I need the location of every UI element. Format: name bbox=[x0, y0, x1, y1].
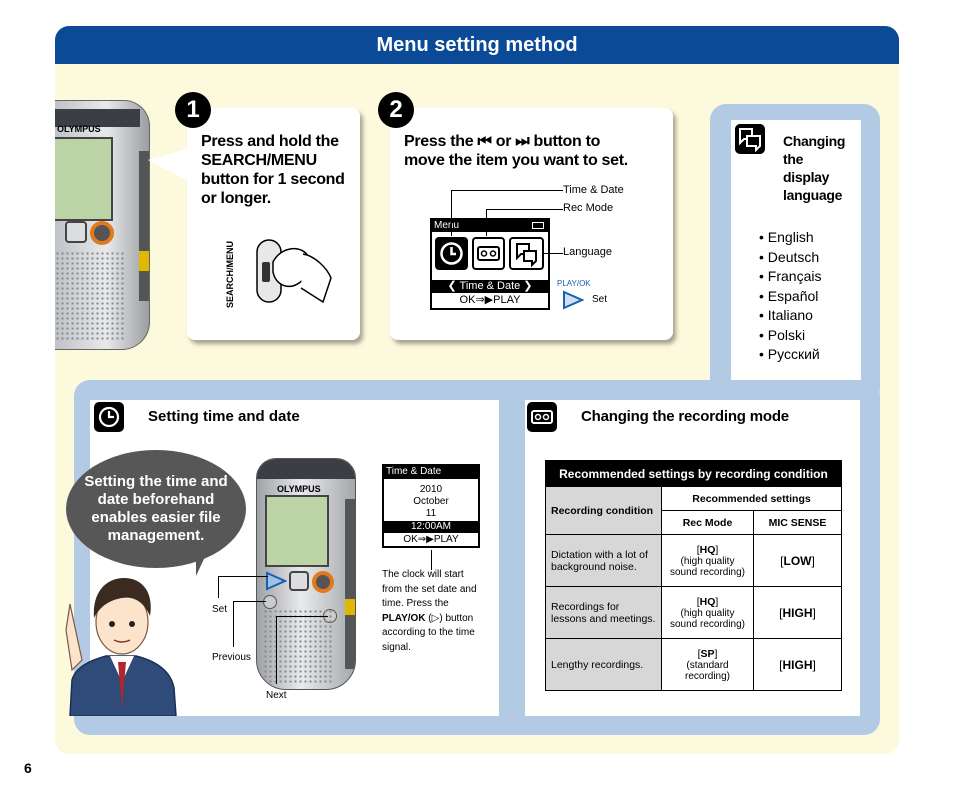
tape-icon bbox=[472, 237, 505, 270]
tip-bubble: Setting the time and date beforehand ena… bbox=[66, 450, 246, 568]
battery-icon bbox=[532, 222, 544, 229]
col-rec-mode: Rec Mode bbox=[661, 510, 754, 535]
callout-time-date: Time & Date bbox=[563, 184, 624, 196]
play-ok-label: PLAY/OK bbox=[557, 279, 591, 288]
language-icon bbox=[509, 237, 544, 270]
previous-button bbox=[263, 595, 277, 609]
col-recommended: Recommended settings bbox=[661, 486, 842, 511]
table-row: Lengthy recordings. [SP](standard record… bbox=[545, 638, 842, 691]
lcd-time-bottom: OK⇒▶PLAY bbox=[403, 534, 459, 545]
rec-settings-table: Recommended settings by recording condit… bbox=[545, 460, 842, 691]
time-date-title: Setting time and date bbox=[148, 408, 300, 425]
voice-recorder-top: OLYMPUS bbox=[55, 100, 150, 350]
language-item: Deutsch bbox=[759, 248, 821, 268]
lcd-menu-nav: ❮ Time & Date ❯ bbox=[447, 280, 533, 292]
speaker-grille bbox=[55, 251, 125, 341]
language-item: Polski bbox=[759, 326, 821, 346]
lcd-menu-bottom: OK⇒▶PLAY bbox=[459, 294, 521, 306]
callout-set: Set bbox=[592, 294, 608, 305]
page-title: Menu setting method bbox=[55, 26, 899, 64]
language-header-icon bbox=[735, 124, 765, 154]
callout-language: Language bbox=[563, 246, 612, 258]
page-number: 6 bbox=[24, 760, 32, 776]
rec-button bbox=[312, 571, 334, 593]
tape-header-icon bbox=[527, 402, 557, 432]
language-panel-title: Changing the display language bbox=[783, 133, 846, 203]
label-previous: Previous bbox=[212, 652, 251, 663]
search-menu-label: SEARCH/MENU bbox=[225, 240, 235, 308]
rec-mode-box: Changing the recording mode Recommended … bbox=[525, 400, 860, 716]
step-2-card: 2 Press the ⏮ or ⏭ button to move the it… bbox=[378, 92, 673, 340]
language-item: English bbox=[759, 228, 821, 248]
lcd-month: October bbox=[413, 496, 449, 507]
label-set: Set bbox=[212, 604, 228, 615]
lcd-menu-title: Menu bbox=[434, 220, 460, 231]
step-2-number: 2 bbox=[378, 92, 414, 128]
clock-icon bbox=[435, 237, 468, 270]
set-button bbox=[265, 571, 288, 591]
device-brand: OLYMPUS bbox=[57, 124, 101, 134]
device-screen bbox=[55, 137, 113, 221]
callout-wedge bbox=[148, 148, 190, 182]
language-item: Русский bbox=[759, 345, 821, 365]
rec-button bbox=[90, 221, 114, 245]
stop-button bbox=[65, 221, 87, 243]
bubble-tail bbox=[196, 540, 210, 576]
clock-note: The clock will start from the set date a… bbox=[382, 569, 477, 653]
language-box: Changing the display language English De… bbox=[731, 120, 861, 380]
step-1-text: Press and hold the SEARCH/MENU button fo… bbox=[201, 133, 345, 207]
table-title: Recommended settings by recording condit… bbox=[545, 460, 842, 487]
clock-header-icon bbox=[94, 402, 124, 432]
stop-button bbox=[289, 571, 309, 591]
voice-recorder-bottom: OLYMPUS bbox=[256, 458, 356, 690]
rec-mode-title: Changing the recording mode bbox=[581, 408, 789, 425]
language-item: Français bbox=[759, 267, 822, 287]
lcd-year: 2010 bbox=[419, 484, 443, 495]
col-condition: Recording condition bbox=[545, 486, 662, 535]
businessman-illustration bbox=[62, 570, 180, 717]
label-next: Next bbox=[266, 690, 287, 701]
play-ok-icon bbox=[562, 290, 585, 310]
language-item: Italiano bbox=[759, 306, 821, 326]
speaker-grille bbox=[263, 609, 333, 683]
language-list: English Deutsch Français Español Italian… bbox=[759, 228, 822, 365]
device-brand: OLYMPUS bbox=[277, 484, 321, 494]
lcd-day: 11 bbox=[425, 508, 437, 519]
lcd-time: 12:00AM bbox=[410, 521, 452, 532]
lcd-time-title: Time & Date bbox=[386, 466, 442, 477]
language-item: Español bbox=[759, 287, 821, 307]
step-2-text: Press the ⏮ or ⏭ button to move the item… bbox=[404, 133, 628, 169]
callout-rec-mode: Rec Mode bbox=[563, 202, 614, 214]
device-screen bbox=[265, 495, 329, 567]
finger-press-illustration bbox=[253, 232, 333, 312]
time-date-lcd: Time & Date 2010 October 11 12:00AM OK⇒▶… bbox=[382, 464, 480, 548]
step-1-number: 1 bbox=[175, 92, 211, 128]
menu-lcd: Menu ❮ Time & Date ❯ OK⇒▶PLAY bbox=[430, 218, 550, 310]
table-row: Dictation with a lot of background noise… bbox=[545, 534, 842, 587]
step-1-card: 1 Press and hold the SEARCH/MENU button … bbox=[175, 92, 360, 340]
table-row: Recordings for lessons and meetings. [HQ… bbox=[545, 586, 842, 639]
col-mic-sense: MIC SENSE bbox=[753, 510, 842, 535]
